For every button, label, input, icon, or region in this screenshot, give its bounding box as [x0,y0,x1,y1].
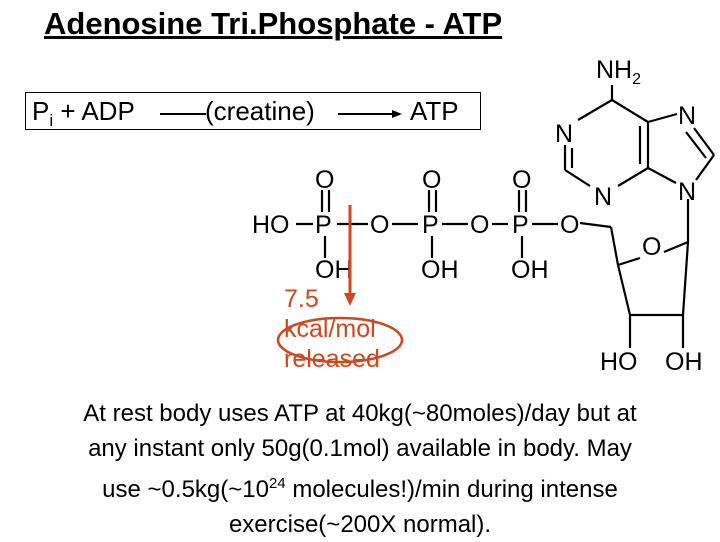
energy-value: 7.5 [284,285,319,313]
ho-label: HO [252,211,290,239]
page-title: Adenosine Tri.Phosphate - ATP [44,6,503,41]
oxygen-label: O [422,166,441,194]
equation-reactants: Pi + ADP [32,96,135,131]
phosphate-subscript: i [49,111,54,131]
hydroxyl-label: OH [421,256,459,284]
caption-line: any instant only 50g(0.1mol) available i… [88,435,632,462]
sugar-oh-label: OH [665,348,703,376]
phosphate-symbol: P [32,96,50,126]
energy-release-arrow [344,205,356,306]
n-atom-label: N [678,178,696,206]
reaction-arrowhead [392,110,402,118]
energy-released-word: released [284,345,380,373]
hydroxyl-label: OH [315,256,353,284]
oxygen-label: O [512,166,531,194]
nh2-label: NH2 [596,56,641,88]
n-atom-label: N [678,102,696,130]
catalyst-label: (creatine) [205,96,315,126]
phosphate-bonds [296,190,612,258]
oxygen-label: O [370,211,389,239]
caption-line: use ~0.5kg(~1024 molecules!)/min during … [102,475,618,503]
sugar-ho-label: HO [600,348,638,376]
product-label: ATP [410,96,459,126]
adp-label: + ADP [53,96,135,126]
caption-line: exercise(~200X normal). [228,511,492,538]
hydroxyl-label: OH [511,256,549,284]
adenine-rings [563,85,715,187]
caption-text: At rest body uses ATP at 40kg(~80moles)/… [0,396,720,542]
ring-oxygen-label: O [642,233,661,261]
phosphorus-label: P [512,211,529,239]
ribose-ring [609,199,690,348]
phosphorus-label: P [422,211,439,239]
phosphorus-label: P [315,211,332,239]
energy-highlight-ellipse [276,316,404,364]
n-atom-label: N [594,183,612,211]
energy-unit: kcal/mol [284,315,376,343]
equation-box [25,92,481,130]
n-atom-label: N [555,120,573,148]
oxygen-label: O [315,166,334,194]
energy-release-label: 7.5 kcal/mol released [284,284,380,374]
oxygen-label: O [470,211,489,239]
oxygen-label: O [560,211,579,239]
caption-line: At rest body uses ATP at 40kg(~80moles)/… [83,400,637,427]
